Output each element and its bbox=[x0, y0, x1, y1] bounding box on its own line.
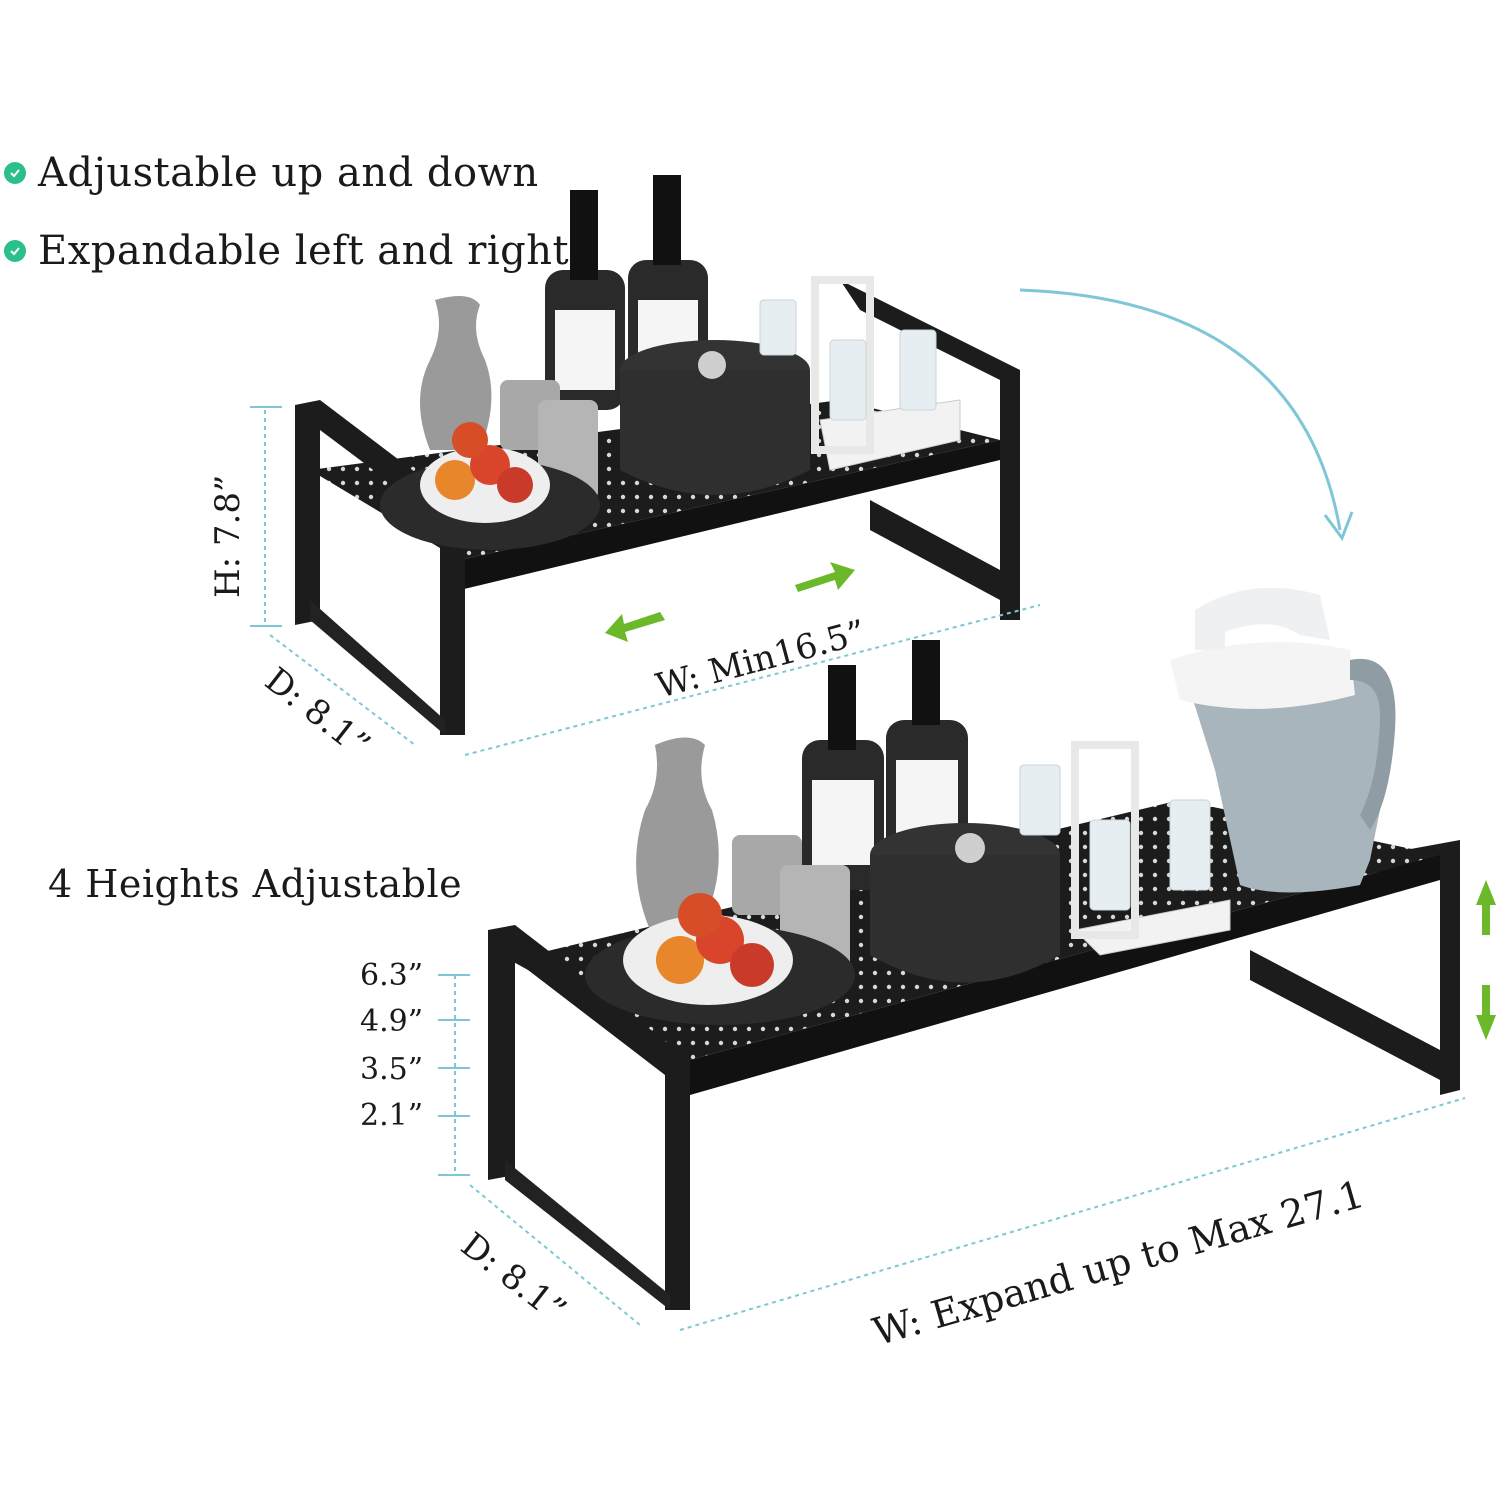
check-circle-icon bbox=[4, 162, 26, 184]
arrow-right-icon bbox=[795, 562, 855, 592]
height-option: 6.3” bbox=[360, 958, 424, 993]
heights-title: 4 Heights Adjustable bbox=[48, 862, 463, 906]
height-option: 4.9” bbox=[360, 1004, 424, 1039]
feature-label: Expandable left and right bbox=[38, 228, 570, 274]
height-option: 2.1” bbox=[360, 1098, 424, 1133]
feature-adjustable: Adjustable up and down bbox=[4, 150, 539, 196]
curved-arrow-icon bbox=[1019, 288, 1342, 531]
arrow-left-icon bbox=[605, 612, 665, 642]
height-option: 3.5” bbox=[360, 1052, 424, 1087]
feature-expandable: Expandable left and right bbox=[4, 228, 569, 274]
top-shelf bbox=[295, 175, 1020, 735]
check-circle-icon bbox=[4, 240, 26, 262]
feature-label: Adjustable up and down bbox=[38, 150, 539, 196]
top-height-label: H: 7.8” bbox=[208, 474, 248, 598]
height-arrows-icon bbox=[1476, 880, 1496, 1040]
bottom-shelf bbox=[488, 587, 1460, 1310]
